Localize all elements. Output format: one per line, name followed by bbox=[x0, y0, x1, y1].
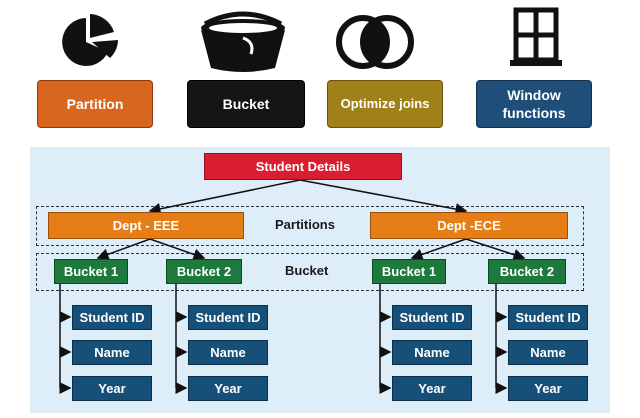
bucket-2-ece-box: Bucket 2 bbox=[488, 259, 566, 284]
partition-label: Partition bbox=[37, 80, 153, 128]
field-student-id-3: Student ID bbox=[392, 305, 472, 330]
bucket-1-eee-box: Bucket 1 bbox=[54, 259, 128, 284]
field-name-3: Name bbox=[392, 340, 472, 365]
bucket-group bbox=[36, 253, 584, 291]
venn-circles-icon bbox=[336, 15, 414, 69]
ece-to-b2 bbox=[465, 238, 526, 261]
bucket-icon bbox=[201, 11, 285, 72]
field-year-1: Year bbox=[72, 376, 152, 401]
bucket-label: Bucket bbox=[187, 80, 305, 128]
eee-to-b1 bbox=[96, 238, 151, 261]
bucket-1-ece-box: Bucket 1 bbox=[372, 259, 446, 284]
root-to-eee bbox=[148, 179, 301, 215]
field-year-3: Year bbox=[392, 376, 472, 401]
ece-to-b1 bbox=[410, 238, 467, 261]
bucket-2-eee-box: Bucket 2 bbox=[166, 259, 242, 284]
field-student-id-4: Student ID bbox=[508, 305, 588, 330]
window-icon bbox=[510, 7, 562, 66]
field-year-4: Year bbox=[508, 376, 588, 401]
partitions-group bbox=[36, 206, 584, 246]
student-details-box: Student Details bbox=[204, 153, 402, 180]
bucket-row-label: Bucket bbox=[285, 263, 329, 278]
field-student-id-1: Student ID bbox=[72, 305, 152, 330]
field-year-2: Year bbox=[188, 376, 268, 401]
field-student-id-2: Student ID bbox=[188, 305, 268, 330]
dept-ece-box: Dept -ECE bbox=[370, 212, 568, 239]
field-name-2: Name bbox=[188, 340, 268, 365]
pie-chart-icon bbox=[62, 14, 118, 66]
dept-eee-box: Dept - EEE bbox=[48, 212, 244, 239]
field-name-4: Name bbox=[508, 340, 588, 365]
field-name-1: Name bbox=[72, 340, 152, 365]
optimize-joins-label: Optimize joins bbox=[327, 80, 443, 128]
eee-to-b2 bbox=[149, 238, 206, 261]
root-to-ece bbox=[299, 179, 468, 215]
window-functions-label: Window functions bbox=[476, 80, 592, 128]
partitions-label: Partitions bbox=[275, 217, 335, 232]
